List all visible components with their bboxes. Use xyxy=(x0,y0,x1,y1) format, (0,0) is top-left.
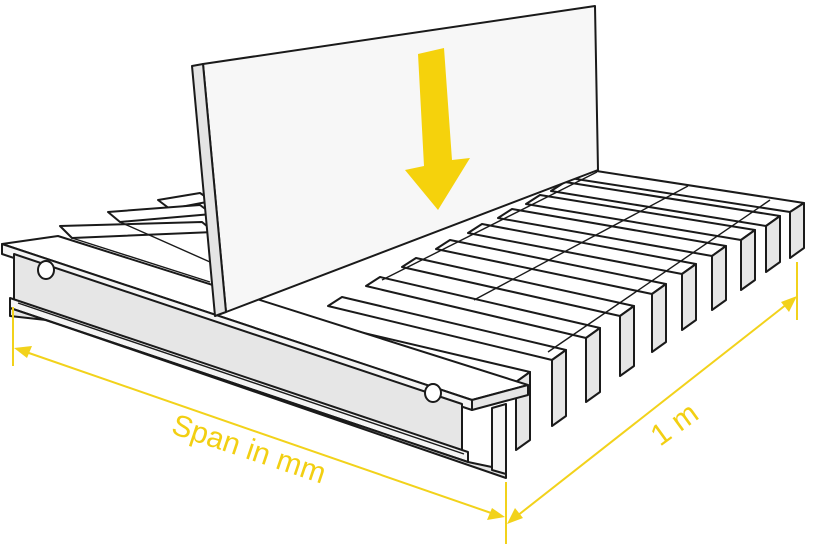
cross-bar-end xyxy=(619,305,635,377)
load-panel xyxy=(191,5,599,317)
width-dimension xyxy=(507,262,798,524)
beam-bottom-edge xyxy=(9,307,507,479)
bearing-bar-lines xyxy=(381,171,771,353)
main-i-beam xyxy=(1,235,529,479)
beam-end-top xyxy=(471,384,529,411)
cross-bar-end xyxy=(681,263,697,331)
cross-bar-end xyxy=(585,327,601,403)
bolt-hole xyxy=(424,383,442,403)
cross-bar-end xyxy=(740,229,756,291)
downward-load-arrow-icon xyxy=(405,48,470,210)
width-label: 1 m xyxy=(645,397,705,453)
cross-bars-right xyxy=(285,169,805,451)
panel-edge xyxy=(191,63,227,317)
cross-bar-end xyxy=(711,245,727,311)
bolt-hole xyxy=(37,260,55,280)
cross-bar-end xyxy=(789,202,805,259)
span-dimension xyxy=(12,307,507,544)
cross-bar-end xyxy=(765,215,781,273)
cross-bar-end xyxy=(651,283,667,353)
beam-end-web xyxy=(491,403,507,475)
cross-bar-end xyxy=(551,349,567,427)
cross-bar xyxy=(107,204,213,223)
